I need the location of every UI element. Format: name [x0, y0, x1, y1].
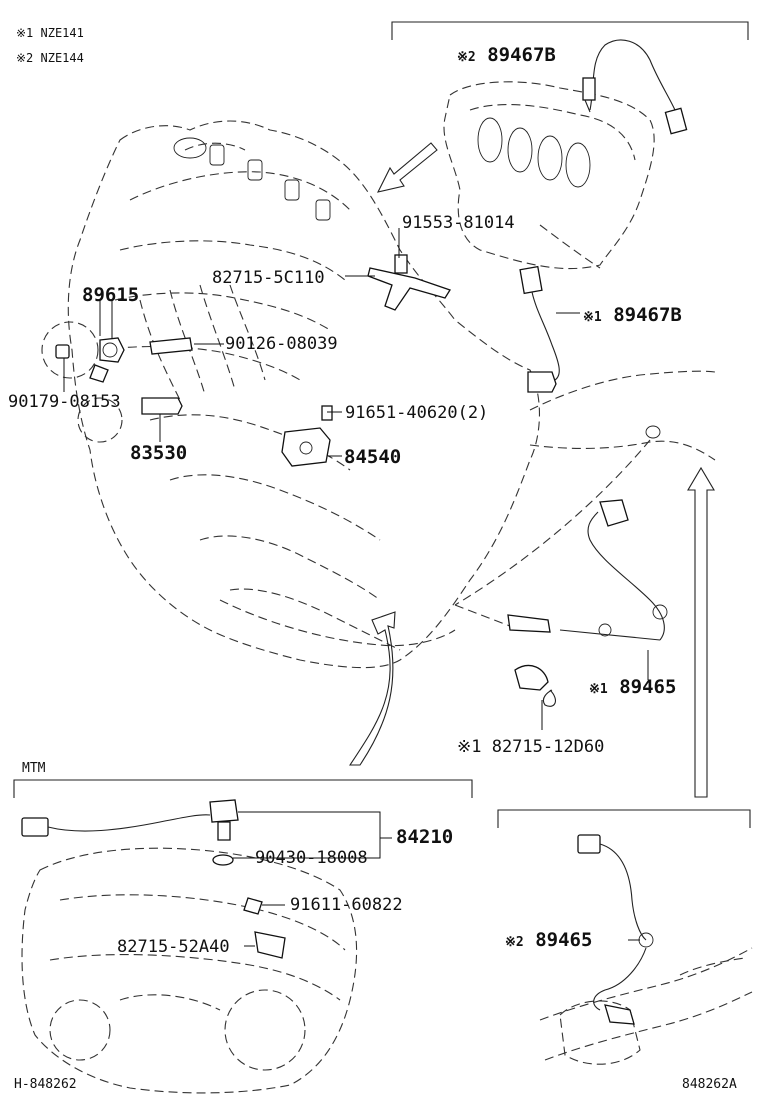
label-84210: 84210 [396, 826, 454, 848]
label-number: 89467B [487, 44, 556, 66]
label-83530: 83530 [130, 442, 188, 464]
label-89467b-upper: ※2 89467B [457, 44, 556, 66]
label-90430-18008: 90430-18008 [255, 848, 368, 868]
engine-outline [41, 120, 716, 669]
inflow-arrow [348, 611, 396, 766]
legend-note-1: ※1 NZE141 [16, 26, 84, 40]
label-mark: ※2 [505, 935, 524, 950]
footer-right-code: 848262A [682, 1077, 737, 1092]
o2-sensor-89465-mid [507, 499, 668, 641]
sensor-84540 [281, 405, 333, 467]
oil-switch-83530 [141, 397, 183, 415]
catalytic-section [497, 809, 753, 1065]
legend-note-2: ※2 NZE144 [16, 51, 84, 65]
label-number: 89465 [535, 929, 593, 951]
label-number: 89465 [619, 676, 677, 698]
mtm-section [13, 779, 473, 1094]
label-82715-5c110: 82715-5C110 [212, 268, 325, 288]
label-82715-12d60: ※1 82715-12D60 [457, 737, 605, 757]
label-90126-08039: 90126-08039 [225, 334, 338, 354]
label-91651-40620: 91651-40620(2) [345, 403, 489, 423]
label-89615: 89615 [82, 284, 140, 306]
section-mtm: MTM [22, 761, 46, 776]
label-90179-08153: 90179-08153 [8, 392, 121, 412]
label-89467b-side: ※1 89467B [583, 304, 682, 326]
up-arrow [687, 466, 715, 798]
footer-left-code: H-848262 [14, 1077, 77, 1092]
bolt-91553 [394, 254, 408, 274]
label-89465-mid: ※1 89465 [589, 676, 676, 698]
label-mark: ※1 [589, 682, 608, 697]
bracket-82715-5c110 [367, 267, 451, 311]
stud-90126 [149, 337, 193, 355]
upper-leaders [63, 228, 649, 730]
label-84540: 84540 [344, 446, 402, 468]
label-91611-60822: 91611-60822 [290, 895, 403, 915]
label-mark: ※2 [457, 50, 476, 65]
clip-82715-12d60 [514, 665, 549, 691]
knock-sensor-89615 [55, 337, 125, 383]
label-mark: ※1 [583, 310, 602, 325]
o2-sensor-89467b-side [519, 265, 560, 393]
label-number: 89467B [613, 304, 682, 326]
label-89465-low: ※2 89465 [505, 929, 592, 951]
label-91553-81014: 91553-81014 [402, 213, 515, 233]
label-82715-52a40: 82715-52A40 [117, 937, 230, 957]
exhaust-manifold-group [376, 21, 749, 270]
